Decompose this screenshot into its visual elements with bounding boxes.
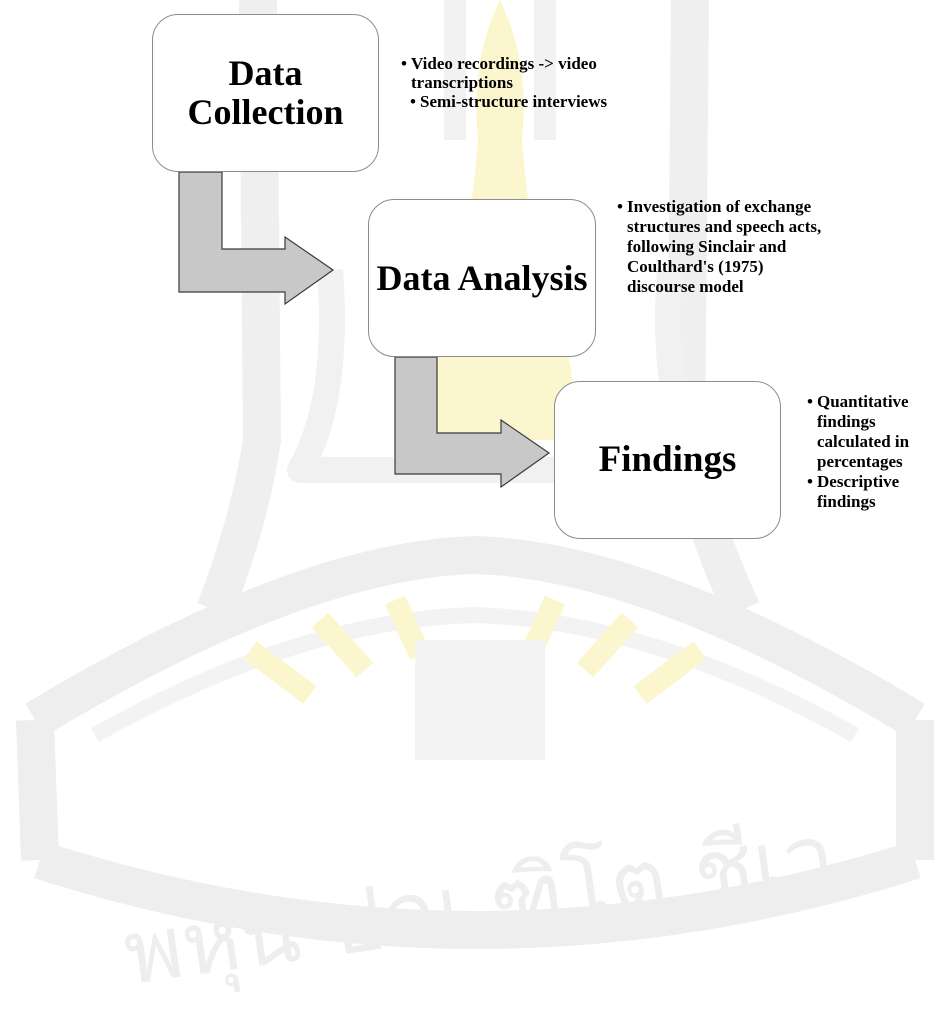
note-item: Video recordings -> video transcriptions: [401, 54, 671, 92]
notes-data-collection: Video recordings -> video transcriptions…: [401, 54, 671, 111]
notes-data-analysis: Investigation of exchange structures and…: [617, 197, 832, 297]
note-item: Quantitative findings calculated in perc…: [807, 392, 951, 472]
notes-findings: Quantitative findings calculated in perc…: [807, 392, 951, 512]
stage-title-findings: Findings: [598, 439, 737, 481]
note-item: Semi-structure interviews: [410, 92, 671, 111]
stage-box-findings: Findings: [554, 381, 781, 539]
note-item: Descriptive findings: [807, 472, 951, 512]
note-item: Investigation of exchange structures and…: [617, 197, 832, 297]
arrow-collection-to-analysis-icon: [178, 171, 335, 306]
stage-title-data-analysis: Data Analysis: [376, 257, 588, 298]
arrow-analysis-to-findings-icon: [394, 356, 551, 489]
stage-title-data-collection: Data Collection: [187, 53, 344, 132]
stage-box-data-analysis: Data Analysis: [368, 199, 596, 357]
stage-box-data-collection: Data Collection: [152, 14, 379, 172]
